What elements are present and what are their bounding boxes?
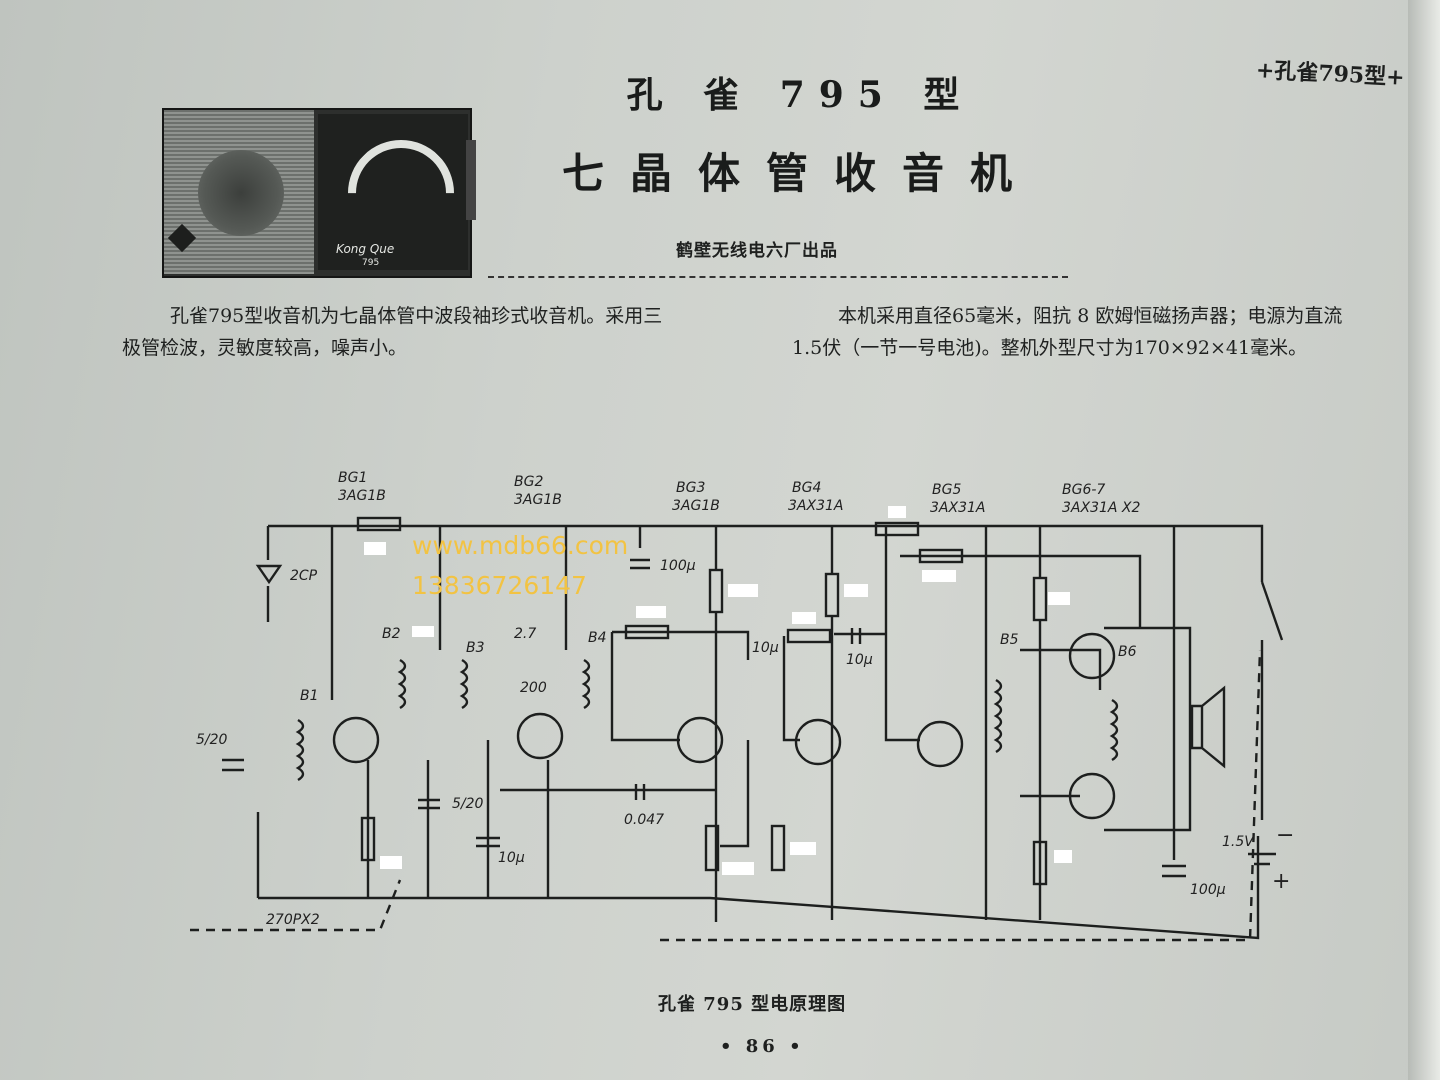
para2-line2: 1.5伏（一节一号电池)。整机外型尺寸为170×92×41毫米。 [792, 337, 1308, 359]
transistor-bg1 [332, 716, 380, 764]
c200-label: 200 [520, 680, 547, 696]
coil-b6 [1109, 698, 1119, 762]
c100u-out-label: 100μ [1190, 882, 1226, 898]
b1-label: B1 [300, 688, 319, 704]
trimmer-left-label: 5/20 [196, 732, 228, 748]
figure-caption: 孔雀 795 型电原理图 [658, 994, 847, 1015]
resistor [624, 624, 670, 640]
bg2-type: 3AG1B [514, 492, 562, 508]
battery-minus: − [1276, 823, 1294, 848]
coil-b1 [295, 718, 305, 782]
coil-b5 [993, 678, 1003, 754]
capacitor [850, 628, 862, 644]
capacitor [1162, 864, 1186, 878]
b6-label: B6 [1118, 644, 1137, 660]
bg5-type: 3AX31A [930, 500, 985, 516]
resistor [356, 516, 402, 532]
bg1-label: BG1 [338, 470, 367, 486]
capacitor [476, 836, 500, 848]
speaker-grille [164, 110, 314, 274]
bg4-type: 3AX31A [788, 498, 843, 514]
para2-line1: 本机采用直径65毫米，阻抗 8 欧姆恒磁扬声器；电源为直流 [838, 305, 1343, 327]
transistor-bg7 [1068, 772, 1116, 820]
variable-capacitor [222, 758, 244, 772]
transistor-bg2 [516, 712, 564, 760]
resistor [918, 548, 964, 564]
b3-label: B3 [466, 640, 485, 656]
diode-label: 2CP [290, 568, 318, 584]
resistor [1032, 576, 1048, 622]
transistor-bg5 [916, 720, 964, 768]
bg67-type: 3AX31A X2 [1062, 500, 1141, 516]
resistor [708, 568, 724, 614]
c10u-bg4-label: 10μ [846, 652, 873, 668]
potentiometer [704, 824, 720, 872]
b4-label: B4 [588, 630, 607, 646]
resistor [770, 824, 786, 872]
variable-capacitor [418, 798, 440, 810]
redaction-masks [364, 506, 1072, 875]
radio-brand-text: Kong Que [336, 242, 395, 256]
transistor-bg3 [676, 716, 724, 764]
radio-model-text: 795 [362, 258, 380, 268]
resistor [1032, 840, 1048, 886]
schematic-components [222, 516, 1276, 886]
c10u-b3-label: 10μ [498, 850, 525, 866]
bg3-type: 3AG1B [672, 498, 720, 514]
page-number: • 86 • [720, 1036, 805, 1057]
c27-label: 2.7 [514, 626, 536, 642]
battery-plus: + [1272, 869, 1290, 894]
capacitor [634, 784, 646, 800]
c100u-top-label: 100μ [660, 558, 696, 574]
para1-line2: 极管检波，灵敏度较高，噪声小。 [122, 337, 408, 359]
watermark-phone: 13836726147 [412, 571, 587, 600]
manufacturer: 鹤壁无线电六厂出品 [676, 241, 838, 261]
description-paragraph-1: 孔雀795型收音机为七晶体管中波段袖珍式收音机。采用三 极管检波，灵敏度较高，噪… [122, 300, 762, 364]
bg2-label: BG2 [514, 474, 543, 490]
battery-voltage-label: 1.5V [1222, 834, 1255, 850]
page-edge-shadow [1408, 0, 1440, 1080]
transistor-bg6 [1068, 632, 1116, 680]
volume-knob [466, 140, 476, 220]
capacitor [630, 558, 650, 570]
bg67-label: BG6-7 [1062, 482, 1105, 498]
bg1-type: 3AG1B [338, 488, 386, 504]
gang-cap-label: 270PX2 [266, 912, 320, 928]
radio-photo: Kong Que 795 [162, 108, 476, 278]
resistor [824, 572, 840, 618]
page-subtitle: 七晶体管收音机 [561, 149, 1038, 198]
tuning-dial-panel: Kong Que 795 [318, 114, 476, 270]
para1-line1: 孔雀795型收音机为七晶体管中波段袖珍式收音机。采用三 [170, 305, 663, 327]
c10u-bg3-label: 10μ [752, 640, 779, 656]
bg5-label: BG5 [932, 482, 961, 498]
coil-b2 [397, 658, 407, 710]
description-paragraph-2: 本机采用直径65毫米，阻抗 8 欧姆恒磁扬声器；电源为直流 1.5伏（一节一号电… [792, 300, 1410, 364]
resistor [786, 628, 832, 644]
coil-b4 [581, 658, 591, 710]
coil-b3 [459, 658, 469, 710]
c0047-label: 0.047 [624, 812, 664, 828]
title-rule [488, 276, 1068, 278]
resistor [874, 521, 920, 537]
transistor-bg4 [794, 718, 842, 766]
schematic-wiring [190, 524, 1284, 942]
schematic-labels: BG1 3AG1B BG2 3AG1B BG3 3AG1B BG4 3AX31A… [196, 470, 1294, 928]
speaker-cone [198, 150, 284, 236]
trimmer-osc-label: 5/20 [452, 796, 484, 812]
resistor [360, 816, 376, 862]
watermark-url: www.mdb66.com [412, 531, 629, 560]
page-title: 孔 雀 795 型 [626, 74, 974, 116]
b5-label: B5 [1000, 632, 1019, 648]
battery [1248, 852, 1276, 866]
b2-label: B2 [382, 626, 401, 642]
bg4-label: BG4 [792, 480, 821, 496]
bg3-label: BG3 [676, 480, 705, 496]
watermark: www.mdb66.com 13836726147 [412, 526, 628, 606]
loudspeaker [1190, 685, 1226, 769]
